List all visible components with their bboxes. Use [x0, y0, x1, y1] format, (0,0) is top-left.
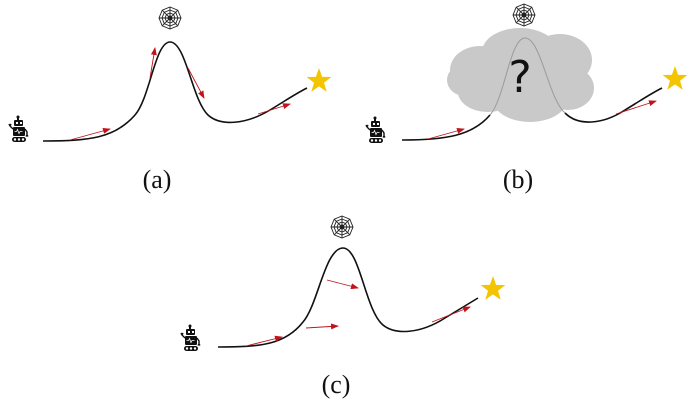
- gradient-arrows: [427, 100, 657, 140]
- star-icon: [306, 68, 332, 92]
- panel-label-c: (c): [321, 370, 351, 399]
- robot-icon: [365, 115, 386, 144]
- gradient-arrows: [245, 279, 471, 347]
- robot-icon: [8, 114, 29, 143]
- panel-label-b: (b): [502, 165, 534, 194]
- panel-b: [365, 3, 688, 144]
- question-mark: ?: [508, 52, 532, 103]
- spider-web-icon: [158, 6, 182, 30]
- star-icon: [662, 66, 688, 90]
- trajectory-curve: [42, 41, 308, 142]
- hidden-curve-segment: [489, 37, 566, 116]
- spider-web-icon: [512, 3, 536, 27]
- trajectory-curve-right: [564, 87, 663, 123]
- gradient-arrows: [69, 47, 291, 141]
- panel-a: [8, 6, 332, 143]
- trajectory-curve: [217, 247, 479, 348]
- panel-label-a: (a): [142, 165, 172, 194]
- cloud-icon: [447, 28, 594, 122]
- spider-web-icon: [330, 215, 354, 239]
- panel-c: [180, 215, 506, 352]
- robot-icon: [180, 323, 201, 352]
- star-icon: [480, 276, 506, 300]
- trajectory-curve-left: [401, 114, 491, 141]
